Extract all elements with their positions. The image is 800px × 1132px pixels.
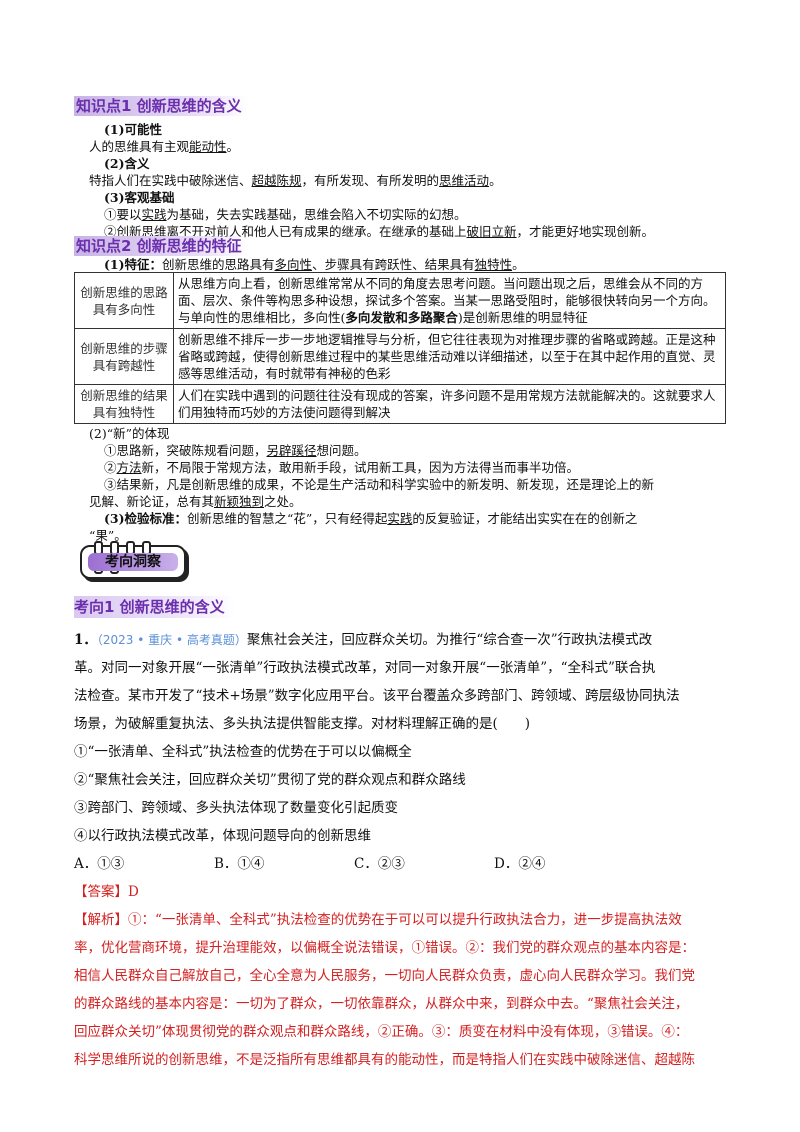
direction-title: 考向1 创新思维的含义	[74, 596, 235, 618]
kp1-meaning-heading: (2)含义	[104, 156, 150, 171]
table-row-header: 创新思维的结果具有独特性	[74, 384, 174, 424]
kp2-features-line: (1)特征：创新思维的思路具有多向性、步骤具有跨跃性、结果具有独特性。	[104, 257, 525, 272]
kp1-basis-item-2: ②创新思维离不开对前人和他人已有成果的继承。在继承的基础上破旧立新，才能更好地实…	[104, 224, 655, 239]
question-line-2: 革。对同一对象开展“一张清单”行政执法模式改革，对同一对象开展“一张清单”，“全…	[74, 660, 656, 676]
table-row-header: 创新思维的思路具有多向性	[74, 272, 174, 329]
kp2-new-item-1: ①思路新，突破陈规看问题，另辟蹊径想问题。	[104, 443, 367, 458]
question-source: （2023 • 重庆 • 高考真题）	[96, 633, 247, 647]
analysis-line-5: 回应群众关切”体现贯彻党的群众观点和群众路线，②正确。③：质变在材料中没有体现，…	[74, 1024, 689, 1040]
banner-label: 考向洞察	[105, 554, 161, 570]
kp2-new-item-2: ②方法新，不局限于常规方法，敢用新手段，试用新工具，因为方法得当而事半功倍。	[104, 460, 580, 475]
kp2-new-item-3: ③结果新，凡是创新思维的成果，不论是生产活动和科学实验中的新发明、新发现，还是理…	[104, 477, 655, 492]
analysis-line-6: 科学思维所说的创新思维，不是泛指所有思维都具有的能动性，而是特指人们在实践中破除…	[74, 1052, 695, 1068]
question-line-4: 场景，为破解重复执法、多头执法提供智能支撑。对材料理解正确的是( )	[74, 716, 531, 732]
option-a: A．①③	[74, 856, 125, 872]
analysis-line-4: 的群众路线的基本内容是：一切为了群众，一切依靠群众，从群众中来，到群众中去。“聚…	[74, 996, 689, 1012]
analysis-line-1: 【解析】①：“一张清单、全科式”执法检查的优势在于可以可以提升行政执法合力，进一…	[74, 912, 682, 928]
section-banner: 考向洞察	[80, 541, 186, 579]
question-line-1: 1．（2023 • 重庆 • 高考真题）聚焦社会关注，回应群众关切。为推行“综合…	[74, 632, 653, 648]
kp1-basis-item-1: ①要以实践为基础，失去实践基础，思维会陷入不切实际的幻想。	[104, 207, 467, 222]
kp1-title: 知识点1 创新思维的含义	[74, 96, 248, 116]
kp1-basis-heading: (3)客观基础	[104, 190, 175, 205]
table-row-content: 创新思维不排斥一步一步地逻辑推导与分析，但它往往表现为对推理步骤的省略或跨越。正…	[173, 328, 726, 385]
option-c: C．②③	[354, 856, 405, 872]
table-row-content: 从思维方向上看，创新思维常常从不同的角度去思考问题。当问题出现之后，思维会从不同…	[173, 272, 726, 329]
answer-label: 【答案】D	[74, 884, 139, 900]
kp2-test-standard-cont: “果”。	[89, 528, 127, 543]
features-table: 创新思维的思路具有多向性 从思维方向上看，创新思维常常从不同的角度去思考问题。当…	[74, 272, 726, 424]
question-line-3: 法检查。某市开发了“技术+场景”数字化应用平台。该平台覆盖众多跨部门、跨领域、跨…	[74, 688, 680, 704]
table-row: 创新思维的思路具有多向性 从思维方向上看，创新思维常常从不同的角度去思考问题。当…	[74, 272, 726, 329]
statement-3: ③跨部门、跨领域、多头执法体现了数量变化引起质变	[74, 800, 398, 816]
statement-1: ①“一张清单、全科式”执法检查的优势在于可以以偏概全	[74, 744, 412, 760]
option-b: B．①④	[214, 856, 265, 872]
kp2-test-standard: (3)检验标准：创新思维的智慧之“花”，只有经得起实践的反复验证，才能结出实实在…	[104, 511, 638, 526]
table-row: 创新思维的结果具有独特性 人们在实践中遇到的问题往往没有现成的答案，许多问题不是…	[74, 384, 726, 424]
kp1-possibility-text: 人的思维具有主观能动性。	[89, 139, 240, 154]
statement-4: ④以行政执法模式改革，体现问题导向的创新思维	[74, 828, 371, 844]
kp1-possibility-heading: (1)可能性	[104, 122, 163, 137]
banner-bar	[88, 553, 178, 571]
option-d: D．②④	[494, 856, 546, 872]
kp2-new-heading: (2)“新”的体现	[89, 426, 170, 441]
kp1-meaning-text: 特指人们在实践中破除迷信、超越陈规，有所发现、有所发明的思维活动。	[89, 173, 502, 188]
table-row-content: 人们在实践中遇到的问题往往没有现成的答案，许多问题不是用常规方法就能解决的。这就…	[173, 384, 726, 424]
table-row: 创新思维的步骤具有跨越性 创新思维不排斥一步一步地逻辑推导与分析，但它往往表现为…	[74, 328, 726, 385]
analysis-line-2: 率，优化营商环境，提升治理能效，以偏概全说法错误，①错误。②：我们党的群众观点的…	[74, 940, 695, 956]
kp2-new-item-3-cont: 见解、新论证，总有其新颖独到之处。	[89, 494, 302, 509]
kp2-title: 知识点2 创新思维的特征	[74, 236, 248, 256]
statement-2: ②“聚焦社会关注，回应群众关切”贯彻了党的群众观点和群众路线	[74, 772, 466, 788]
table-row-header: 创新思维的步骤具有跨越性	[74, 328, 174, 385]
analysis-line-3: 相信人民群众自己解放自己，全心全意为人民服务，一切向人民群众负责，虚心向人民群众…	[74, 968, 695, 984]
